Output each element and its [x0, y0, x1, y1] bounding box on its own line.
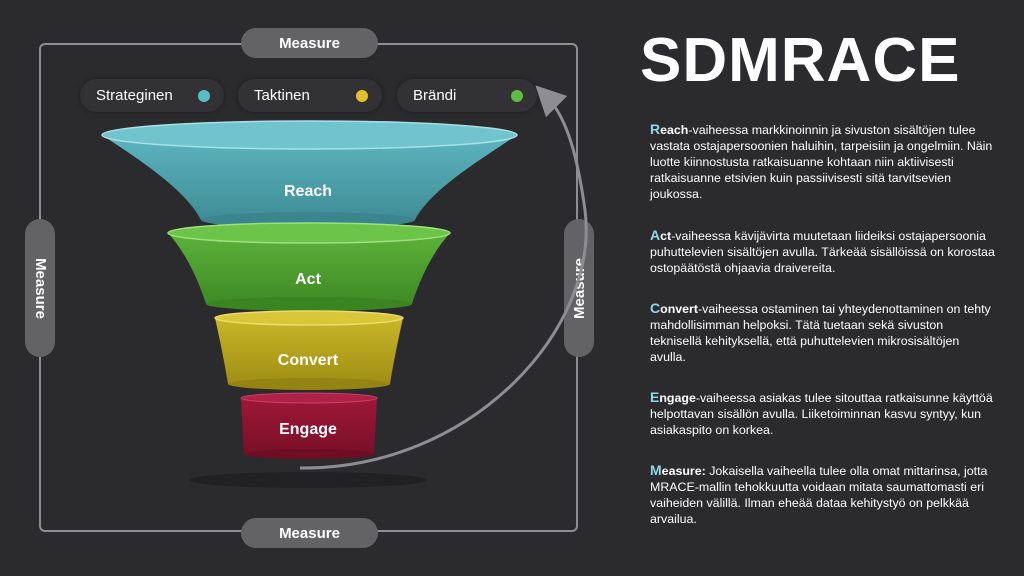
funnel-stage-engage	[240, 392, 378, 459]
funnel-shadow	[188, 472, 428, 488]
legend-item-brandi: Brändi	[397, 79, 537, 112]
measure-badge-right: Measure	[564, 219, 594, 357]
stage-label-act: Act	[295, 271, 321, 288]
description-measure: Measure: Jokaisella vaiheella tulee olla…	[650, 462, 988, 526]
stage-label-reach: Reach	[284, 183, 332, 200]
stage-label-engage: Engage	[279, 421, 337, 438]
measure-badge-top: Measure	[241, 28, 378, 58]
funnel-stage-reach	[101, 120, 518, 228]
description-act: Act-vaiheessa kävijävirta muutetaan liid…	[650, 227, 995, 275]
description-convert: Convert-vaiheessa ostaminen tai yhteyden…	[650, 300, 991, 364]
funnel-stage-act	[167, 222, 451, 311]
page-title: SDMRACE	[640, 26, 961, 95]
cycle-arrow	[299, 85, 588, 470]
legend-dot-icon	[511, 89, 523, 102]
funnel-stage-convert	[214, 310, 404, 390]
measure-badge-left: Measure	[25, 219, 55, 357]
description-reach: Reach-vaiheessa markkinoinnin ja sivusto…	[650, 121, 993, 201]
legend-label: Brändi	[413, 87, 457, 104]
stage-label-convert: Convert	[278, 352, 339, 369]
legend-label: Strateginen	[96, 87, 173, 104]
legend-dot-icon	[356, 89, 368, 102]
description-engage: Engage-vaiheessa asiakas tulee sitouttaa…	[650, 389, 993, 437]
legend-dot-icon	[198, 89, 210, 102]
legend-label: Taktinen	[254, 87, 310, 104]
legend-item-taktinen: Taktinen	[238, 79, 382, 112]
legend-item-strateginen: Strateginen	[80, 79, 224, 112]
measure-badge-bottom: Measure	[241, 518, 378, 548]
